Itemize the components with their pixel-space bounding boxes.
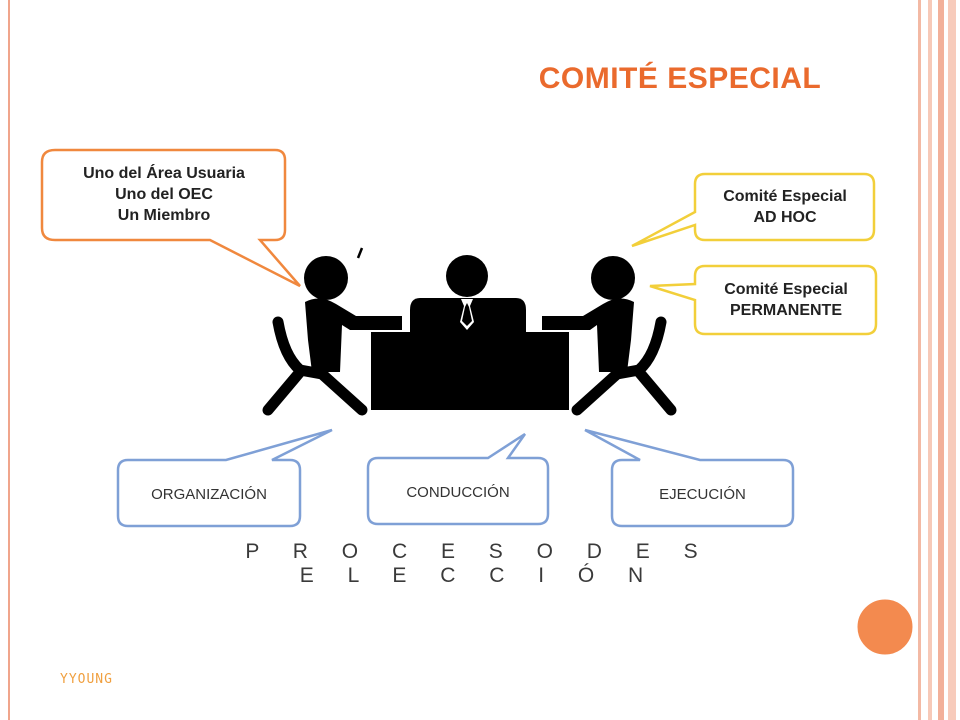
adhoc-bubble [631, 172, 876, 248]
right-chair [571, 316, 677, 416]
right-person-body [542, 298, 634, 372]
composition-line: Uno del OEC [115, 186, 213, 203]
right-person-head [591, 256, 635, 300]
process-label: P R O C E S O D E S E L E C C I Ó N [245, 540, 705, 587]
permanent-line: PERMANENTE [729, 302, 842, 319]
frame-bar [918, 0, 921, 720]
adhoc-text: Comité Especial AD HOC [697, 186, 873, 228]
frame-bar [928, 0, 932, 720]
organization-bubble [116, 428, 333, 528]
execution-label: EJECUCIÓN [659, 486, 746, 503]
conduction-label: CONDUCCIÓN [406, 484, 510, 501]
center-person-head [446, 255, 488, 297]
meeting-table [371, 332, 569, 410]
adhoc-line: AD HOC [753, 209, 817, 226]
execution-bubble [584, 428, 795, 528]
left-person-body [305, 298, 402, 372]
composition-bubble [40, 148, 301, 288]
conduction-bubble [366, 432, 550, 526]
left-person-head [304, 256, 348, 300]
permanent-line: Comité Especial [724, 281, 848, 298]
left-chair [262, 316, 368, 416]
composition-text: Uno del Área Usuaria Uno del OEC Un Miem… [44, 163, 284, 226]
permanent-bubble [649, 264, 878, 336]
adhoc-line: Comité Especial [723, 188, 847, 205]
composition-line: Un Miembro [117, 207, 211, 224]
accent-circle [854, 596, 916, 658]
organization-label: ORGANIZACIÓN [151, 486, 267, 503]
frame-bar [938, 0, 944, 720]
composition-line: Uno del Área Usuaria [83, 165, 245, 182]
permanent-text: Comité Especial PERMANENTE [697, 279, 875, 321]
watermark: YYOUNG [60, 672, 113, 687]
meeting-pictogram [262, 247, 677, 416]
frame-bar [948, 0, 956, 720]
page-title: COMITÉ ESPECIAL [538, 62, 822, 95]
left-frame-line [8, 0, 10, 720]
